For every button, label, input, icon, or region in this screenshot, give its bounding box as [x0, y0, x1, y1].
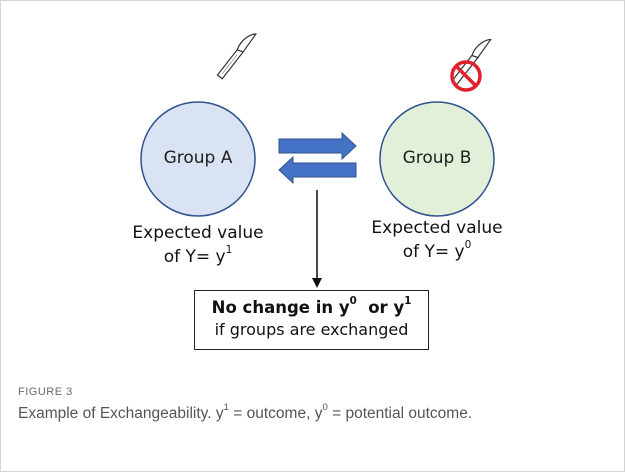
no-scalpel-icon	[450, 38, 492, 92]
figure-caption: Example of Exchangeability. y1 = outcome…	[18, 401, 473, 422]
result-line2: if groups are exchanged	[214, 320, 409, 339]
group-b-expected-value: Expected value of Y= y0	[371, 218, 503, 262]
scalpel-icon	[216, 33, 258, 80]
group-a-circle	[140, 101, 256, 217]
group-a-label: Group A	[163, 148, 233, 168]
right-arrow-icon	[278, 131, 357, 161]
result-line1: No change in y0 or y1	[211, 296, 412, 317]
figure-label: FIGURE 3	[18, 386, 73, 398]
group-a-expected-value: Expected value of Y= y1	[132, 223, 264, 267]
group-b-circle	[379, 101, 495, 217]
result-box: No change in y0 or y1 if groups are exch…	[194, 290, 429, 350]
down-arrow-icon	[312, 190, 322, 288]
left-arrow-icon	[278, 155, 357, 185]
group-b-label: Group B	[402, 148, 472, 168]
exchange-arrows-icon	[278, 131, 357, 185]
